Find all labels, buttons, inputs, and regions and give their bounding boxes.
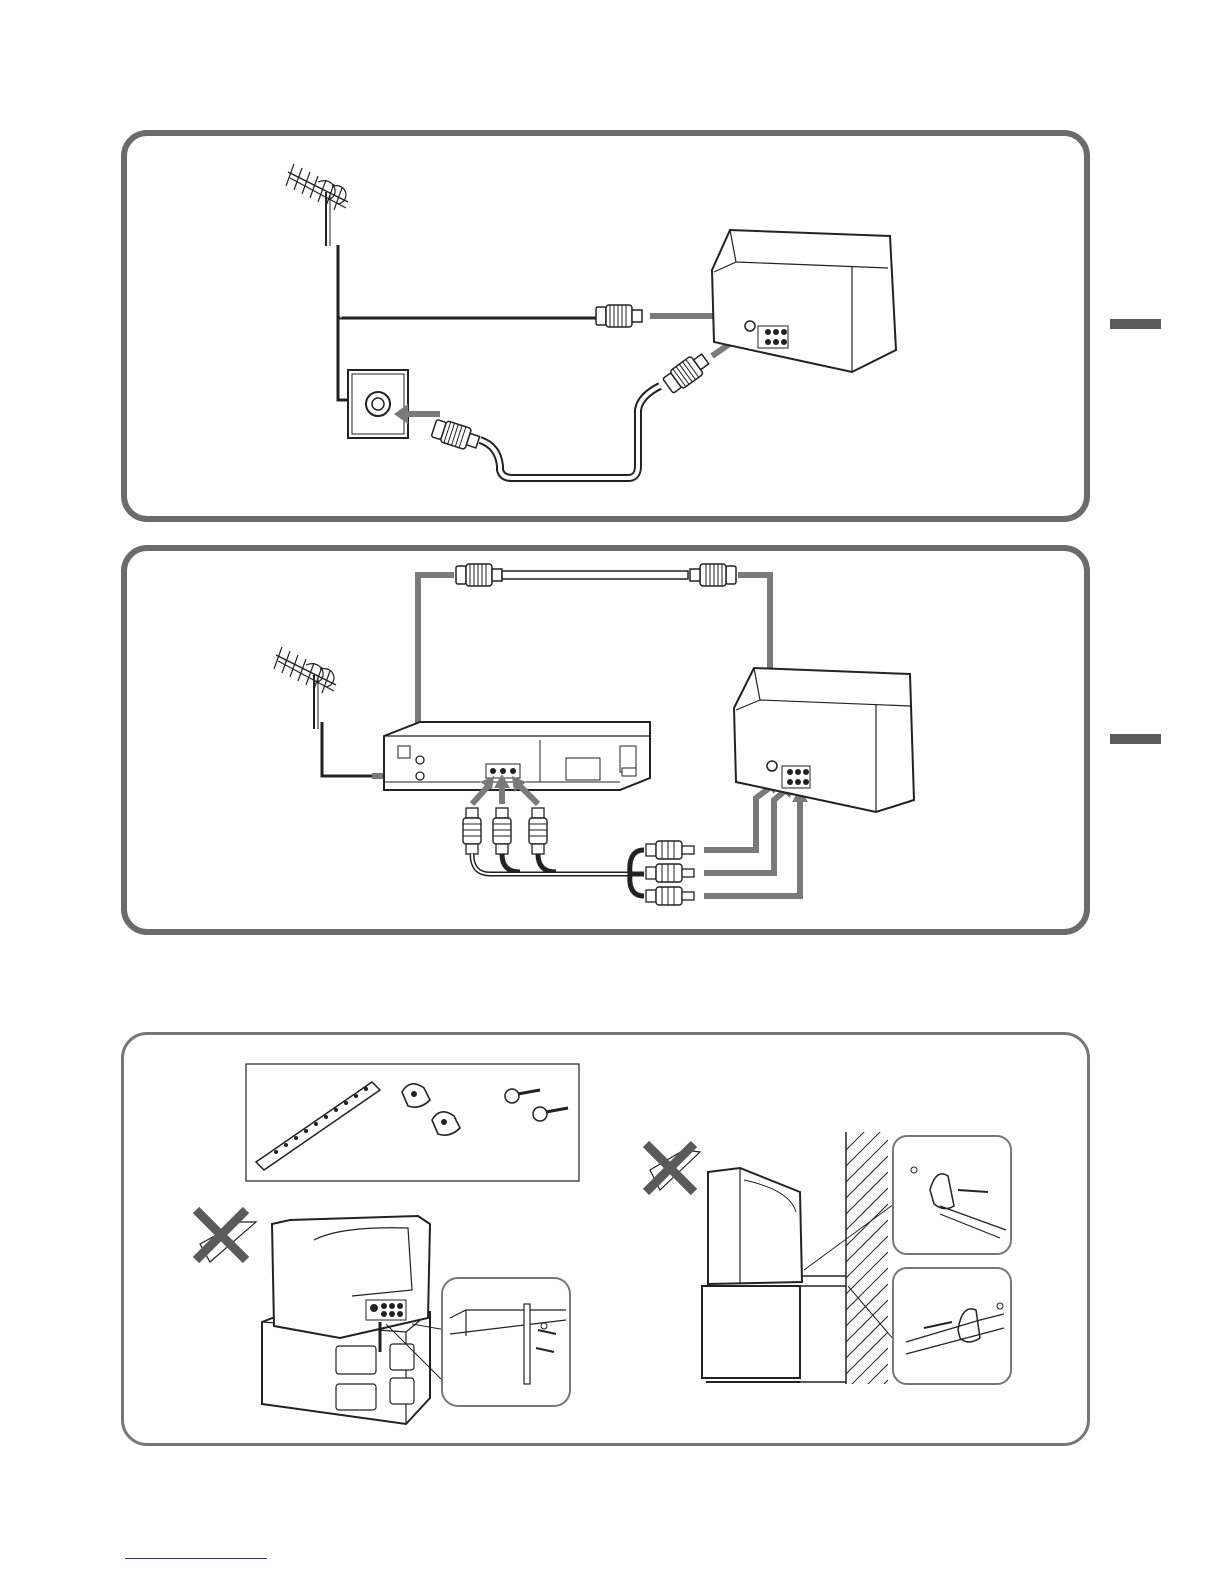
inset-detail-bracket-wall [893,1136,1011,1254]
inset-detail-belt [442,1278,570,1406]
rca-plug-icon [529,808,547,854]
rf-connector-icon [431,418,482,453]
rca-plug-icon [646,864,694,882]
prohibited-x-icon [646,1144,700,1192]
rca-plug-icon [646,887,694,905]
tv-icon [712,230,896,372]
prohibited-x-icon [196,1210,256,1262]
tv-stand-icon [702,1286,846,1382]
wall-outlet-icon [348,370,408,438]
parts-box [246,1064,579,1181]
tv-icon [708,1168,846,1284]
wall-icon [846,1108,888,1422]
rf-connector-icon [690,564,736,586]
rca-plug-icon [646,841,694,859]
antenna-icon [274,647,336,729]
rf-connector-icon [456,564,502,586]
tv-icon [734,668,914,812]
antenna-icon [286,164,348,246]
rf-connector-icon [596,305,642,327]
rf-connector-icon [662,350,712,395]
rca-plug-icon [493,808,511,854]
rca-plug-icon [463,808,481,854]
inset-detail-bracket-tv [893,1268,1011,1384]
